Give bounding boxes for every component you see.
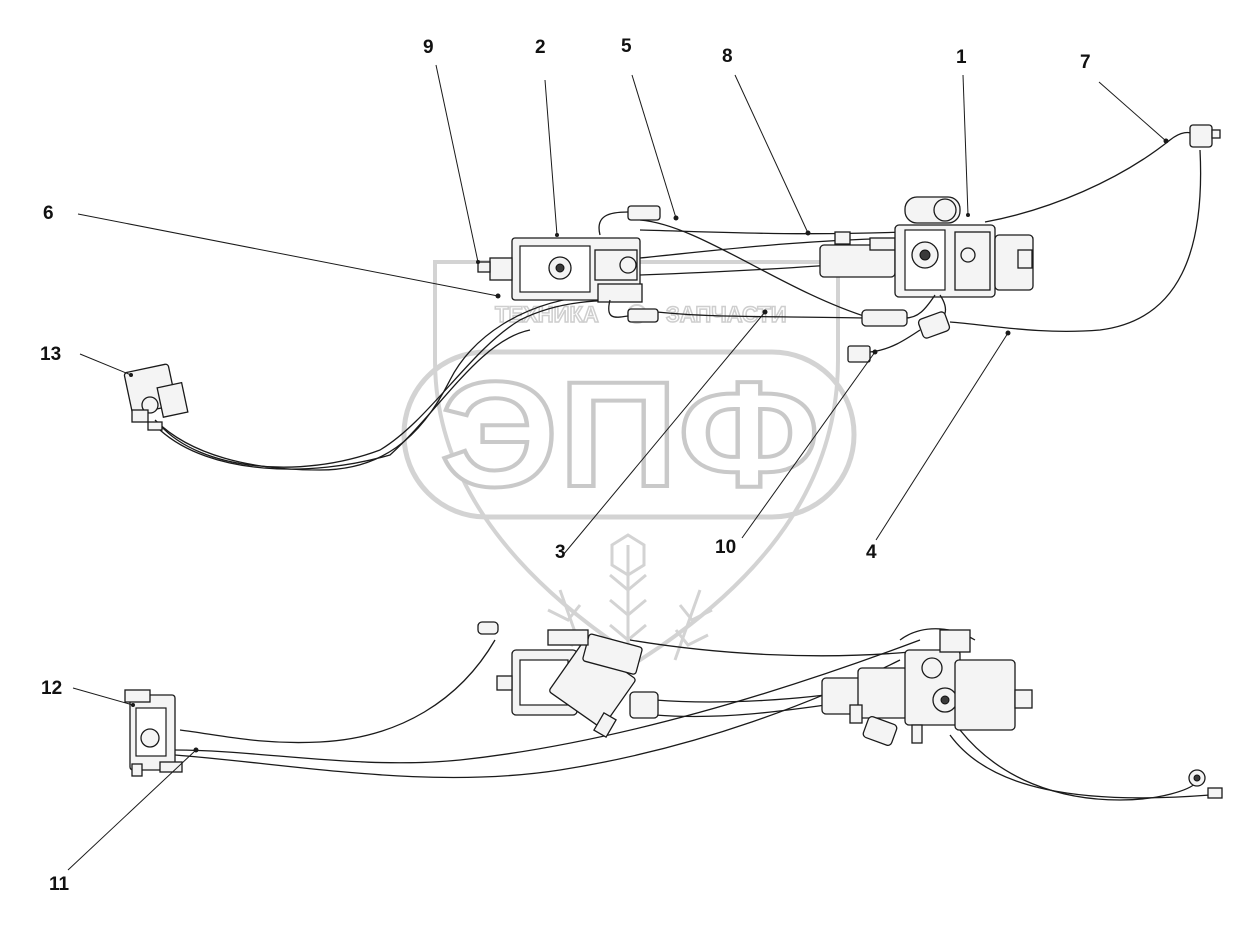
- callout-1: 1: [956, 47, 967, 68]
- callout-13: 13: [40, 344, 61, 365]
- watermark-band: [401, 349, 857, 520]
- callout-8: 8: [722, 46, 733, 67]
- bracket-assembly-12: [124, 689, 183, 777]
- watermark-top-right: ЗАПЧАСТИ: [666, 302, 787, 327]
- callout-6: 6: [43, 203, 54, 224]
- callout-4: 4: [866, 542, 877, 563]
- top-assembly: [123, 124, 1221, 471]
- callout-3: 3: [555, 542, 566, 563]
- watermark: ТЕХНИКА ЗАПЧАСТИ ЭПФ: [401, 260, 857, 665]
- valve-block-lower-left: [477, 621, 659, 739]
- callout-2: 2: [535, 37, 546, 58]
- watermark-shield: [433, 260, 840, 663]
- bracket-assembly-13: [123, 363, 189, 431]
- watermark-top-left: ТЕХНИКА: [495, 302, 599, 327]
- pump-assembly-1: [819, 196, 1034, 363]
- leader-dots: [129, 138, 1169, 753]
- callout-7: 7: [1080, 52, 1091, 73]
- connector-7: [1189, 124, 1221, 148]
- callout-9: 9: [423, 37, 434, 58]
- callout-10: 10: [715, 537, 736, 558]
- bottom-assembly: [124, 621, 1223, 801]
- harness-wires-bottom: [174, 628, 1211, 801]
- callout-labels: 1 2 3 4 5 6 7 8 9 10 11 12 13: [40, 36, 1091, 895]
- harness-wires-top: [154, 131, 1202, 471]
- watermark-logo: ЭПФ: [440, 350, 820, 518]
- pump-assembly-lower-right: [821, 629, 1223, 799]
- valve-block-2: [477, 205, 661, 323]
- callout-11: 11: [49, 874, 70, 895]
- leader-lines: [67, 64, 1167, 871]
- callout-5: 5: [621, 36, 632, 57]
- callout-12: 12: [41, 678, 62, 699]
